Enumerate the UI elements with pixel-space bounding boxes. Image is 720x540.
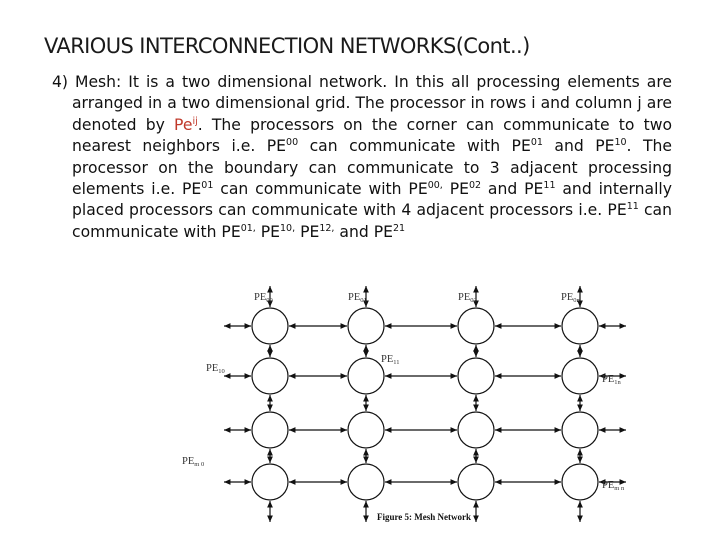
mesh-nodes (251, 307, 599, 501)
processing-element-node (251, 307, 289, 345)
label-pemn: PEm n (602, 480, 625, 492)
text-run: and PE (481, 180, 544, 199)
superscript: 01 (201, 180, 214, 192)
label-pe02: PE02 (458, 292, 477, 304)
label-pem0: PEm 0 (182, 456, 204, 468)
superscript: 00, (427, 180, 443, 192)
label-pe00: PE00 (254, 292, 273, 304)
superscript: 01, (240, 222, 256, 234)
superscript: 02 (468, 180, 482, 192)
mesh-links (224, 286, 626, 522)
superscript: 11 (626, 201, 639, 213)
pe-ij-term: Pe (174, 115, 193, 134)
mesh-figure: PE00 PE01 PE02 PE0n PE10 PE11 PE1n PEm 0… (176, 284, 672, 530)
text-run: can communicate with PE (298, 137, 531, 156)
superscript: 12, (319, 222, 335, 234)
mesh-paragraph: 4) Mesh: It is a two dimensional network… (52, 72, 672, 243)
text-run: and PE (542, 137, 615, 156)
processing-element-node (347, 307, 385, 345)
processing-element-node (457, 411, 495, 449)
processing-element-node (561, 307, 599, 345)
label-pe11: PE11 (381, 354, 400, 366)
text-run: PE (295, 222, 320, 241)
text-run: and internally placed processors can com… (72, 180, 672, 220)
superscript: 00 (286, 137, 299, 149)
label-pe1n: PE1n (602, 374, 622, 386)
slide-body: 4) Mesh: It is a two dimensional network… (52, 72, 672, 243)
text-run: PE (255, 222, 281, 241)
processing-element-node (561, 463, 599, 501)
processing-element-node (457, 307, 495, 345)
label-pe0n: PE0n (561, 292, 581, 304)
text-run: can communicate with PE (213, 180, 428, 199)
figure-caption: Figure 5: Mesh Network (377, 512, 471, 522)
processing-element-node (251, 411, 289, 449)
processing-element-node (457, 357, 495, 395)
slide-title: VARIOUS INTERCONNECTION NETWORKS(Cont..) (44, 34, 530, 58)
label-pe10: PE10 (206, 363, 225, 375)
processing-element-node (347, 463, 385, 501)
mesh-network-diagram: PE00 PE01 PE02 PE0n PE10 PE11 PE1n PEm 0… (182, 286, 626, 522)
superscript: 01 (530, 137, 543, 149)
text-run: . The processor on the boundary can comm… (72, 137, 672, 199)
text-run: . The processors on the corner can commu… (72, 115, 672, 156)
processing-element-node (561, 411, 599, 449)
label-pe01: PE01 (348, 292, 367, 304)
text-run: can communicate with PE (72, 201, 672, 241)
superscript: 10 (614, 137, 627, 149)
superscript: ij (192, 115, 198, 127)
text-run: 4) Mesh: It is a two dimensional network… (52, 73, 672, 134)
processing-element-node (251, 463, 289, 501)
processing-element-node (347, 411, 385, 449)
text-run: PE (442, 180, 469, 199)
processing-element-node (347, 357, 385, 395)
superscript: 10, (280, 222, 296, 234)
processing-element-node (457, 463, 495, 501)
processing-element-node (251, 357, 289, 395)
processing-element-node (561, 357, 599, 395)
text-run: and PE (334, 222, 393, 241)
superscript: 11 (543, 180, 556, 192)
superscript: 21 (392, 222, 406, 234)
